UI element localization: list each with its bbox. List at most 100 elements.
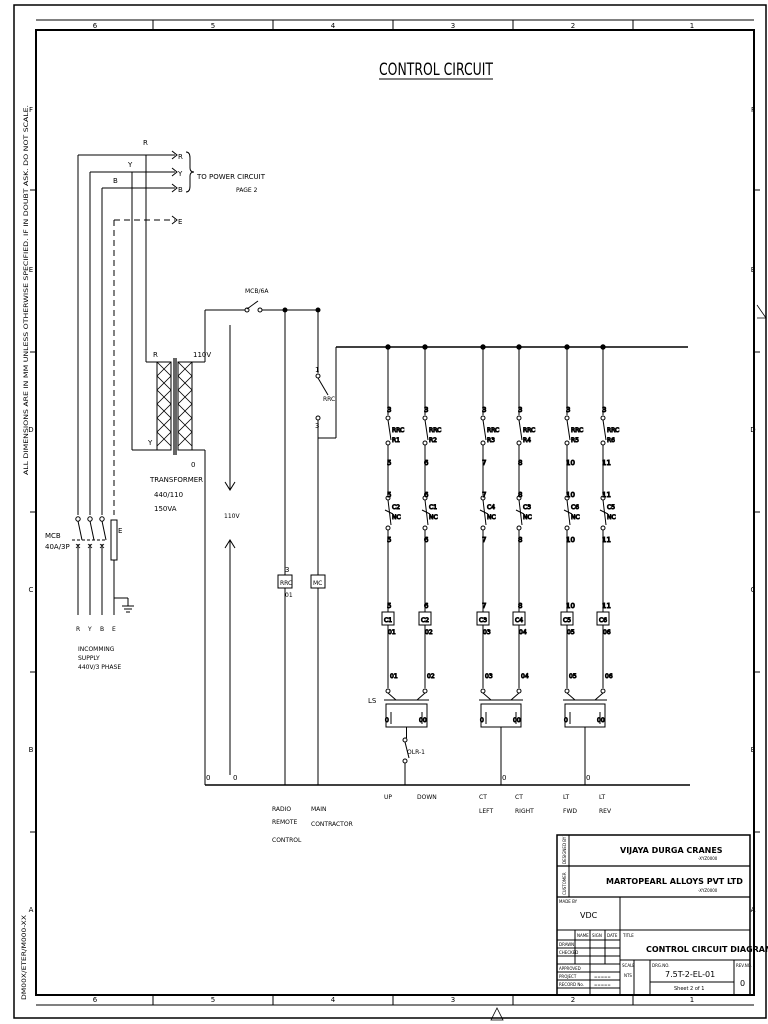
zero-2: 0 bbox=[233, 774, 237, 782]
branch-node-top: 3 bbox=[424, 406, 428, 414]
coil-label: C6 bbox=[599, 617, 607, 624]
interlock-nc: NC bbox=[607, 514, 616, 521]
ls-label: LS bbox=[368, 697, 377, 705]
col-sign: SIGN bbox=[592, 933, 602, 938]
interlock-bar bbox=[384, 509, 394, 515]
relay-contact bbox=[566, 419, 571, 441]
contact-terminal bbox=[516, 415, 522, 421]
limit-lever bbox=[387, 692, 397, 701]
branch-node-mid: 6 bbox=[424, 459, 429, 467]
side-code: DM00X/ETER/M000-XX bbox=[21, 915, 28, 1000]
coil-out-node: 05 bbox=[567, 629, 575, 636]
node-1: 1 bbox=[315, 366, 319, 374]
contact-terminal bbox=[480, 440, 486, 446]
olr-contact bbox=[404, 741, 410, 759]
limit-lever bbox=[482, 692, 492, 701]
lt-fwd-2: FWD bbox=[563, 808, 577, 815]
revno-label: REV.NO. bbox=[736, 963, 752, 968]
lt-rev-2: REV bbox=[599, 808, 612, 815]
contact-terminal bbox=[422, 525, 428, 531]
title-label: TITLE bbox=[622, 933, 634, 938]
column-label: 4 bbox=[331, 996, 336, 1004]
relay-label: RRC bbox=[392, 427, 404, 434]
sheet-number: Sheet 2 of 1 bbox=[674, 986, 704, 992]
relay-id: R1 bbox=[392, 437, 400, 444]
column-label: 4 bbox=[331, 22, 336, 30]
row-label: C bbox=[29, 586, 34, 594]
row-label: D bbox=[750, 426, 755, 434]
row-project: PROJECT bbox=[559, 974, 577, 979]
transformer-zero: 0 bbox=[191, 461, 195, 469]
supply-term-b: B bbox=[100, 626, 104, 633]
limit-node: 06 bbox=[605, 673, 613, 680]
col-date: DATE bbox=[607, 933, 618, 938]
side-note: ALL DIMENSIONS ARE IN MM UNLESS OTHERWIS… bbox=[23, 105, 30, 475]
interlock-nc: NC bbox=[429, 514, 438, 521]
ct-right-1: CT bbox=[515, 794, 523, 801]
interlock-label: C6 bbox=[571, 504, 579, 511]
row-label: B bbox=[29, 746, 34, 754]
row-label: E bbox=[751, 266, 755, 274]
interlock-label: C2 bbox=[392, 504, 400, 511]
phase-y-label: Y bbox=[127, 161, 133, 169]
supply-line-1: INCOMMING bbox=[78, 646, 115, 653]
limit-node: 02 bbox=[427, 673, 435, 680]
relay-id: R6 bbox=[607, 437, 615, 444]
column-label: 3 bbox=[451, 22, 455, 30]
row-label: A bbox=[29, 906, 34, 914]
lt-fwd-1: LT bbox=[563, 794, 570, 801]
phase-r-label: R bbox=[143, 139, 148, 147]
relay-id: R5 bbox=[571, 437, 579, 444]
project-value: ===== bbox=[594, 974, 611, 979]
relay-contact bbox=[482, 419, 487, 441]
ct-right-2: RIGHT bbox=[515, 808, 534, 815]
contact-terminal bbox=[385, 525, 391, 531]
branch-node-top: 3 bbox=[566, 406, 570, 414]
col-name: NAME bbox=[577, 933, 589, 938]
record-value: ===== bbox=[594, 982, 611, 987]
drgno-label: DRG.NO. bbox=[652, 963, 669, 968]
interlock-nc: NC bbox=[523, 514, 532, 521]
limit-terminal bbox=[600, 688, 606, 694]
drawing-title: CONTROL CIRCUIT bbox=[379, 60, 493, 80]
to-power-circuit: TO POWER CIRCUIT bbox=[196, 173, 266, 181]
interlock-node: 11 bbox=[602, 491, 611, 499]
coil-node: 11 bbox=[602, 602, 611, 610]
branch-node-mid: 5 bbox=[387, 459, 391, 467]
page-ref: PAGE 2 bbox=[236, 187, 258, 194]
coil-out-node: 01 bbox=[388, 629, 396, 636]
designer-code: -XYZ0000 bbox=[698, 856, 718, 861]
interlock-bar bbox=[515, 509, 525, 515]
column-label: 2 bbox=[571, 22, 575, 30]
limit-lever bbox=[510, 692, 520, 701]
relay-id: R4 bbox=[523, 437, 531, 444]
interlock-node: 8 bbox=[518, 491, 522, 499]
main-label-1: MAIN bbox=[311, 806, 327, 813]
zero-1: 0 bbox=[206, 774, 210, 782]
interlock-node: 5 bbox=[387, 491, 391, 499]
transformer-label: TRANSFORMER bbox=[149, 476, 203, 484]
column-label: 2 bbox=[571, 996, 575, 1004]
limit-node: 03 bbox=[485, 673, 493, 680]
limit-terminal-label: 0 bbox=[480, 717, 484, 724]
column-label: 6 bbox=[93, 996, 98, 1004]
relay-label: RRC bbox=[487, 427, 499, 434]
customer-name: MARTOPEARL ALLOYS PVT LTD bbox=[606, 877, 743, 886]
interlock-node: 6 bbox=[424, 491, 429, 499]
mcb-label: MCB bbox=[45, 532, 61, 540]
branch-node-top: 3 bbox=[602, 406, 606, 414]
earth-label: E bbox=[118, 527, 122, 535]
contact-terminal bbox=[480, 525, 486, 531]
relay-id: R3 bbox=[487, 437, 495, 444]
coil-node: 6 bbox=[424, 602, 429, 610]
interlock-label: C1 bbox=[429, 504, 437, 511]
supply-term-y: Y bbox=[87, 626, 92, 633]
supply-term-r: R bbox=[76, 626, 80, 633]
radio-label-1: RADIO bbox=[272, 806, 291, 813]
row-label: B bbox=[751, 746, 756, 754]
scale-value: NTS bbox=[624, 973, 632, 978]
